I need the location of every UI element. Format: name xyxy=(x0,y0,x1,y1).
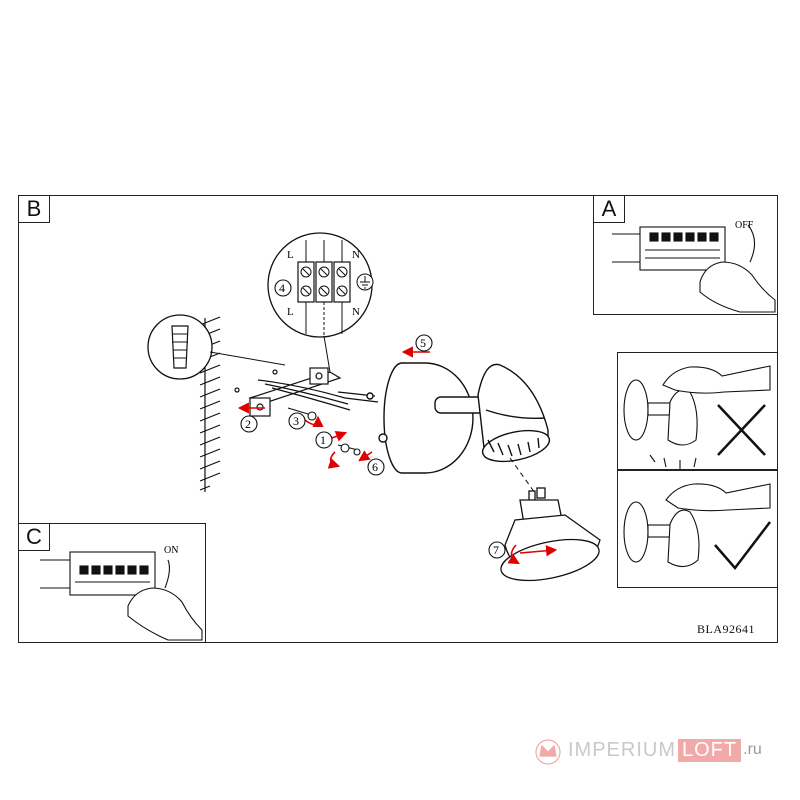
step-7-marker xyxy=(488,541,506,559)
wrong-touch-illustration xyxy=(623,365,771,469)
watermark-suffix: .ru xyxy=(743,741,762,758)
watermark-word-loft: LOFT xyxy=(678,738,742,762)
panel-c-label: C xyxy=(18,523,50,551)
step-5-marker xyxy=(415,334,433,352)
step-3-label: 3 xyxy=(293,414,299,428)
hand-icon xyxy=(127,559,203,641)
watermark-word-imperium: IMPERIUM xyxy=(568,738,676,761)
on-label: ON xyxy=(164,545,178,556)
watermark: IMPERIUM LOFT .ru xyxy=(530,730,790,770)
panel-c-breaker xyxy=(40,551,156,596)
step-4-marker xyxy=(274,279,292,297)
panel-a-breaker xyxy=(612,226,726,271)
panel-b-label: B xyxy=(18,195,50,223)
step-markers xyxy=(240,279,506,559)
terminal-label-l-top: L xyxy=(287,249,294,261)
terminal-label-l-bottom: L xyxy=(287,306,294,318)
step-6-marker xyxy=(367,458,385,476)
terminal-label-n-top: N xyxy=(352,249,360,261)
step-3-marker xyxy=(288,412,306,430)
spot-head xyxy=(477,363,551,463)
panel-a-frame xyxy=(593,195,778,315)
wall-canopy xyxy=(366,362,486,474)
step-2-marker xyxy=(240,415,258,433)
panel-c-frame xyxy=(18,523,206,643)
step-4-label: 4 xyxy=(279,281,285,295)
step-1-marker xyxy=(315,431,333,449)
hand-icon xyxy=(699,224,776,313)
wrong-touch-frame xyxy=(617,352,778,470)
step-5-label: 5 xyxy=(420,336,426,350)
check-mark-icon xyxy=(714,521,771,570)
off-label: OFF xyxy=(735,220,754,231)
step-2-label: 2 xyxy=(245,417,251,431)
terminal-block xyxy=(267,232,373,373)
gu10-bulb xyxy=(500,457,601,582)
step-7-label: 7 xyxy=(493,543,499,557)
step-1-label: 1 xyxy=(320,433,326,447)
step-6-label: 6 xyxy=(372,460,378,474)
anchor-plug-icon xyxy=(147,314,286,380)
correct-touch-illustration xyxy=(623,483,771,568)
cross-mark-icon xyxy=(717,404,766,456)
mounting-bracket xyxy=(234,367,379,417)
terminal-label-n-bottom: N xyxy=(352,306,360,318)
panel-a-label: A xyxy=(593,195,625,223)
red-arrows xyxy=(237,346,558,565)
imperium-crown-logo xyxy=(535,739,561,765)
model-code: BLA92641 xyxy=(697,622,755,636)
earth-ground-icon xyxy=(356,273,374,291)
correct-touch-frame xyxy=(617,470,778,588)
